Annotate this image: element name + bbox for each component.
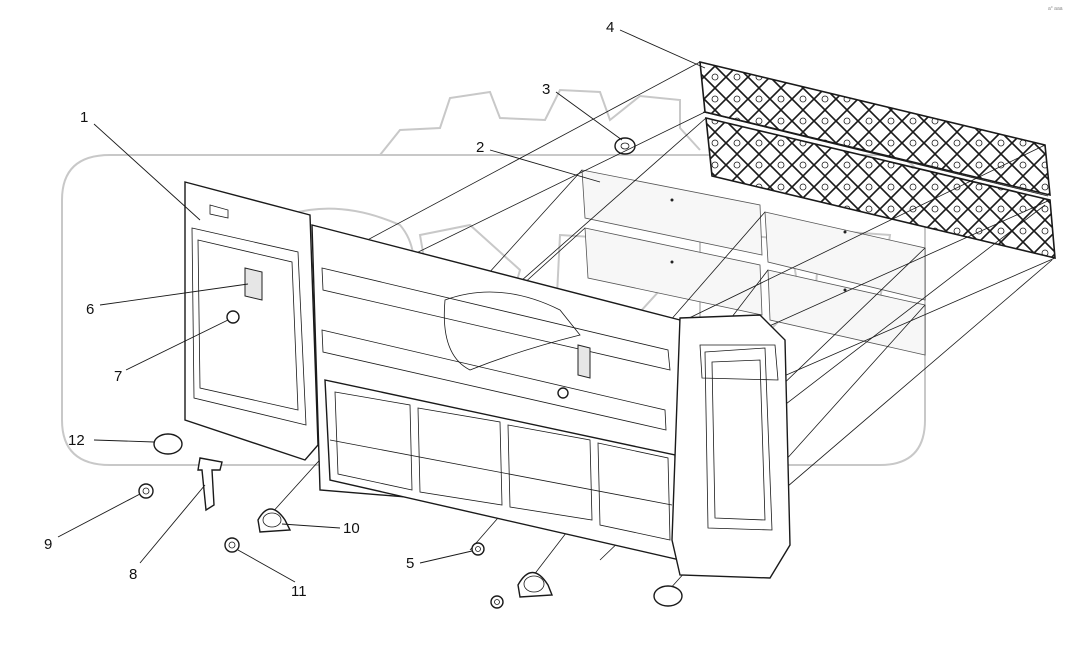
mesh-grille xyxy=(699,60,1056,260)
callout-9: 9 xyxy=(44,536,52,553)
leader-lines xyxy=(57,29,706,583)
right-side-panel xyxy=(671,314,791,579)
rubber-plug xyxy=(153,433,683,607)
callout-5: 5 xyxy=(406,555,414,572)
callout-10: 10 xyxy=(343,520,360,537)
callout-6: 6 xyxy=(86,301,94,318)
callout-2: 2 xyxy=(476,139,484,156)
callout-4: 4 xyxy=(606,19,614,36)
callout-7: 7 xyxy=(114,368,122,385)
callout-1: 1 xyxy=(80,109,88,126)
insulation-sheets xyxy=(581,169,926,356)
callout-8: 8 xyxy=(129,566,137,583)
strap-bracket xyxy=(197,457,223,512)
callout-3: 3 xyxy=(542,81,550,98)
left-door-panel xyxy=(184,181,319,461)
corner-mark: a° aaa xyxy=(1048,6,1063,12)
cab-back-panel xyxy=(311,224,691,561)
washer xyxy=(614,137,636,155)
horns xyxy=(257,508,554,598)
callout-12: 12 xyxy=(68,432,85,449)
callout-labels: 1 2 3 4 5 6 7 8 9 10 11 12 xyxy=(44,19,614,600)
callout-11: 11 xyxy=(291,583,307,600)
bolts xyxy=(138,483,504,609)
